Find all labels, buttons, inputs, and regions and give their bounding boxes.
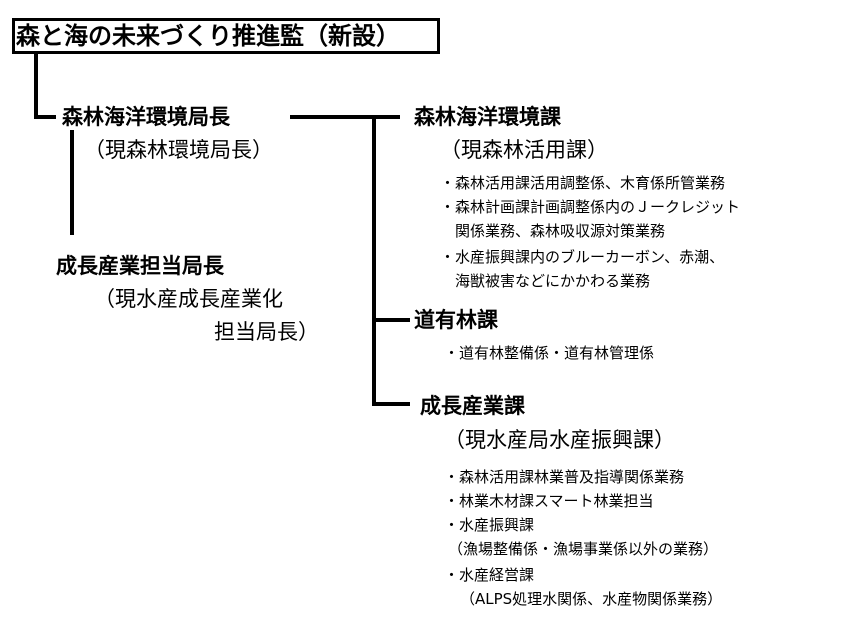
section2-title: 道有林課 xyxy=(414,308,498,332)
section2-item: ・道有林整備係・道有林管理係 xyxy=(444,344,655,362)
section1-item: ・森林計画課計画調整係内のＪークレジット xyxy=(440,198,741,216)
connector-director-vertical xyxy=(70,130,74,235)
section3-item: ・林業木材課スマート林業担当 xyxy=(444,492,654,510)
director2-note1: （現水産成長産業化 xyxy=(94,287,283,311)
section1-title: 森林海洋環境課 xyxy=(414,105,561,129)
section1-item: 関係業務、森林吸収源対策業務 xyxy=(455,222,666,240)
section3-item: （漁場整備係・漁場事業係以外の業務） xyxy=(448,540,719,558)
director1-title: 森林海洋環境局長 xyxy=(62,105,230,129)
section1-note: （現森林活用課） xyxy=(440,138,608,162)
section3-note: （現水産局水産振興課） xyxy=(444,428,675,452)
connector-branch-to-doyurin xyxy=(372,318,410,322)
connector-top-vertical xyxy=(34,54,38,118)
top-title: 森と海の未来づくり推進監（新設） xyxy=(16,22,400,50)
section3-title: 成長産業課 xyxy=(420,394,525,418)
director1-note: （現森林環境局長） xyxy=(84,138,273,162)
section3-item: ・水産振興課 xyxy=(444,516,535,534)
connector-branch-to-seicho xyxy=(372,402,410,406)
director2-note2: 担当局長） xyxy=(214,320,319,344)
director2-title: 成長産業担当局長 xyxy=(56,254,224,278)
top-box xyxy=(12,18,440,54)
section3-item: （ALPS処理水関係、水産物関係業務） xyxy=(460,590,723,608)
connector-top-horizontal xyxy=(34,115,56,119)
connector-branch-vertical xyxy=(372,115,376,405)
section1-item: ・水産振興課内のブルーカーボン、赤潮、 xyxy=(440,248,725,266)
section1-item: 海獣被害などにかかわる業務 xyxy=(455,272,651,290)
section3-item: ・水産経営課 xyxy=(444,566,535,584)
section1-item: ・森林活用課活用調整係、木育係所管業務 xyxy=(440,174,726,192)
section3-item: ・森林活用課林業普及指導関係業務 xyxy=(444,468,685,486)
connector-branch-horizontal xyxy=(290,115,400,119)
